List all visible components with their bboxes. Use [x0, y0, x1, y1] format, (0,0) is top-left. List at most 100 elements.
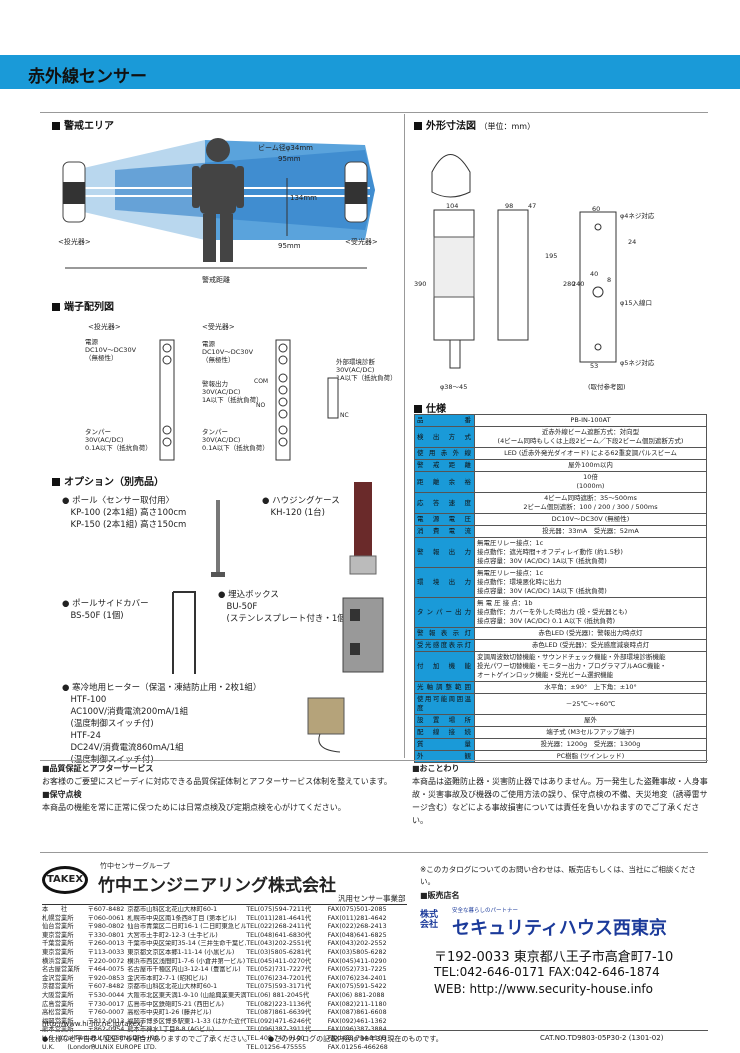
spec-value: DC10V～DC30V (無極性) — [474, 513, 707, 526]
spec-label: 距離余裕 — [414, 471, 475, 493]
office-cell: FAX(075)501-2085 — [327, 906, 387, 913]
dim-h195: 195 — [545, 252, 558, 260]
spec-label: 電源電圧 — [414, 513, 475, 526]
office-address: 高松市中央町1-26 (藤井ビル) — [127, 1009, 212, 1017]
terminal-blocks — [159, 339, 339, 461]
spec-row: 警戒距離屋外100m以内 — [414, 459, 707, 472]
spec-value: 屋外100m以内 — [474, 459, 707, 472]
spec-value: LED (近赤外発光ダイオード) による62重変調パルスビーム — [474, 447, 707, 460]
content-frame — [40, 112, 708, 760]
spec-label: 警報表示灯 — [414, 627, 475, 640]
office-addr-cell: PULNiX EUROPE LTD. — [88, 1044, 247, 1053]
office-cell: 京都営業所 — [42, 983, 74, 991]
dim-w60: 60 — [592, 205, 601, 213]
no-label: NO — [256, 402, 266, 409]
office-cell: TEL(096)387-3911代 — [246, 1026, 327, 1035]
office-postcode: 〒980-0802 — [87, 923, 125, 931]
catalog-number: CAT.NO.TD9803-05P30-2 (1301-02) — [540, 1034, 664, 1042]
spec-row: 検出方式近赤外線ビーム遮断方式：対向型 (4ビーム同時もしくは上段2ビーム／下段… — [414, 426, 707, 448]
dim-h40: 40 — [590, 270, 599, 278]
notice-block: ■おことわり 本商品は盗難防止器・災害防止器ではありません。万一発生した盗難事故… — [412, 764, 708, 825]
office-cell: TEL(06) 881-2045代 — [246, 991, 310, 999]
spec-label: 消費電流 — [414, 525, 475, 538]
office-address: 京都市山科区北花山大林町60-1 — [127, 983, 218, 991]
spec-value: 無電圧リレー接点：1c 接点動作：遮光時間+オフディレイ動作 (約1.5秒) 接… — [474, 537, 707, 568]
spec-label: 警戒距離 — [414, 459, 475, 472]
spec-label: 光軸調整範囲 — [414, 681, 475, 694]
spec-value: －25℃～+60℃ — [474, 693, 707, 715]
dim-h280: 280 — [563, 280, 576, 288]
option-housing: ● ハウジングケース KH-120 (1台) — [262, 496, 340, 518]
office-cell: FAX(082)211-1180 — [327, 1000, 387, 1008]
spec-row: 受光感度表示灯赤色LED (受光器)：受光感度減衰時点灯 — [414, 639, 707, 652]
office-cell: 熊本営業所 — [42, 1026, 88, 1035]
office-cell: 大阪営業所 — [42, 991, 74, 999]
office-cell: 福岡営業所 — [42, 1017, 74, 1025]
office-address: 名古屋市千種区内山3-12-14 (豊富ビル) — [127, 966, 241, 974]
dim-w98: 98 — [505, 202, 514, 210]
spec-label: 設置場所 — [414, 714, 475, 727]
office-cell: TEL.01256-475555 — [246, 1043, 307, 1051]
dealer-address: 〒192-0033 東京都八王子市高倉町7-10 — [434, 950, 674, 965]
office-postcode: 〒920-0853 — [87, 974, 125, 982]
dealer-web[interactable]: WEB: http://www.security-house.info — [434, 982, 653, 996]
option-box: ● 埋込ボックス BU-50F (ステンレスプレート付き・1個) — [218, 590, 350, 624]
office-address: 熊本市神水1丁目8-8 (AGビル) — [127, 1026, 214, 1033]
option-pole: ● ポール〈センサー取付用〉 KP-100 (2本1組) 高さ100cm KP-… — [62, 496, 187, 530]
office-address: 横浜市西区浅間町1-7-6 (小倉井第一ビル) — [127, 957, 246, 965]
office-postcode: 〒760-0007 — [87, 1009, 125, 1017]
office-postcode: 〒530-0044 — [87, 991, 125, 999]
office-postcode: 〒464-0075 — [87, 966, 125, 974]
office-cell: TEL(043)202-2551代 — [246, 940, 312, 948]
footer-note-2: ●このカタログの記載内容は'98年3月現在のものです。 — [268, 1035, 443, 1043]
spec-label: 付加機能 — [414, 651, 475, 682]
tamper-rx-label: タンパー 30V(AC/DC) 0.1A以下（抵抗負荷） — [202, 428, 269, 452]
office-cell: TEL.408-747-0100 — [246, 1034, 305, 1042]
spec-label: 配線接続 — [414, 726, 475, 739]
office-postcode: 〒730-0017 — [87, 1000, 125, 1008]
dimensions-heading: 外形寸法図 （単位：mm） — [414, 117, 535, 132]
spec-row: 質量投光器：1200g 受光器：1300g — [414, 738, 707, 751]
office-cell: FAX(045)411-0290 — [327, 957, 387, 965]
dim-w47: 47 — [528, 202, 537, 210]
office-postcode: 〒113-0033 — [87, 948, 125, 956]
office-cell: FAX(022)268-2413 — [327, 923, 387, 931]
d95b-label: 95mm — [278, 242, 301, 250]
d134-label: 134mm — [290, 194, 317, 202]
beam-dia-label: ビーム径φ34mm — [258, 144, 313, 152]
office-cell: 名古屋営業所 — [42, 966, 80, 974]
dim-w104: 104 — [446, 202, 459, 210]
spec-row: 付加機能変調周波数切替機能・サウンドチェック機能・外部環境診断機能 投光パワー切… — [414, 651, 707, 682]
person-figure — [192, 138, 244, 262]
company-url[interactable]: http://www.hi-ho.ne.jp/takex/ — [42, 1020, 144, 1028]
env-label: 外部環境診断 30V(AC/DC) 1A以下（抵抗負荷） — [336, 358, 397, 382]
spec-value: 10倍 (1000m) — [474, 471, 707, 493]
office-cell: TEL(092)471-6246代 — [246, 1017, 312, 1025]
office-cell: TEL(087)861-6639代 — [246, 1009, 312, 1017]
mount-label: (取付参考図) — [588, 383, 626, 391]
spec-label: 使用赤外線 — [414, 447, 475, 460]
office-postcode: 〒862-0954 — [88, 1026, 125, 1033]
spec-value: 無 電 圧 接 点：1b 接点動作：カバーを外した時出力 (投・受光器とも) 接… — [474, 597, 707, 628]
spec-row: 設置場所屋外 — [414, 714, 707, 727]
spec-value: PC樹脂 (ツインレッド) — [474, 750, 707, 763]
office-address: 札幌市中央区南1条西8丁目 (第本ビル) — [127, 914, 237, 922]
option-heater: ● 寒冷地用ヒーター（保温・凍結防止用・2枚1組） HTF-100 AC100V… — [62, 683, 262, 765]
takex-logo: TAKEX — [42, 866, 88, 894]
office-cell: FAX(043)202-2552 — [327, 940, 387, 948]
dealer-tagline: 安全な暮らしのパートナー — [452, 908, 519, 914]
office-cell: FAX.408-734-1100 — [327, 1034, 387, 1042]
